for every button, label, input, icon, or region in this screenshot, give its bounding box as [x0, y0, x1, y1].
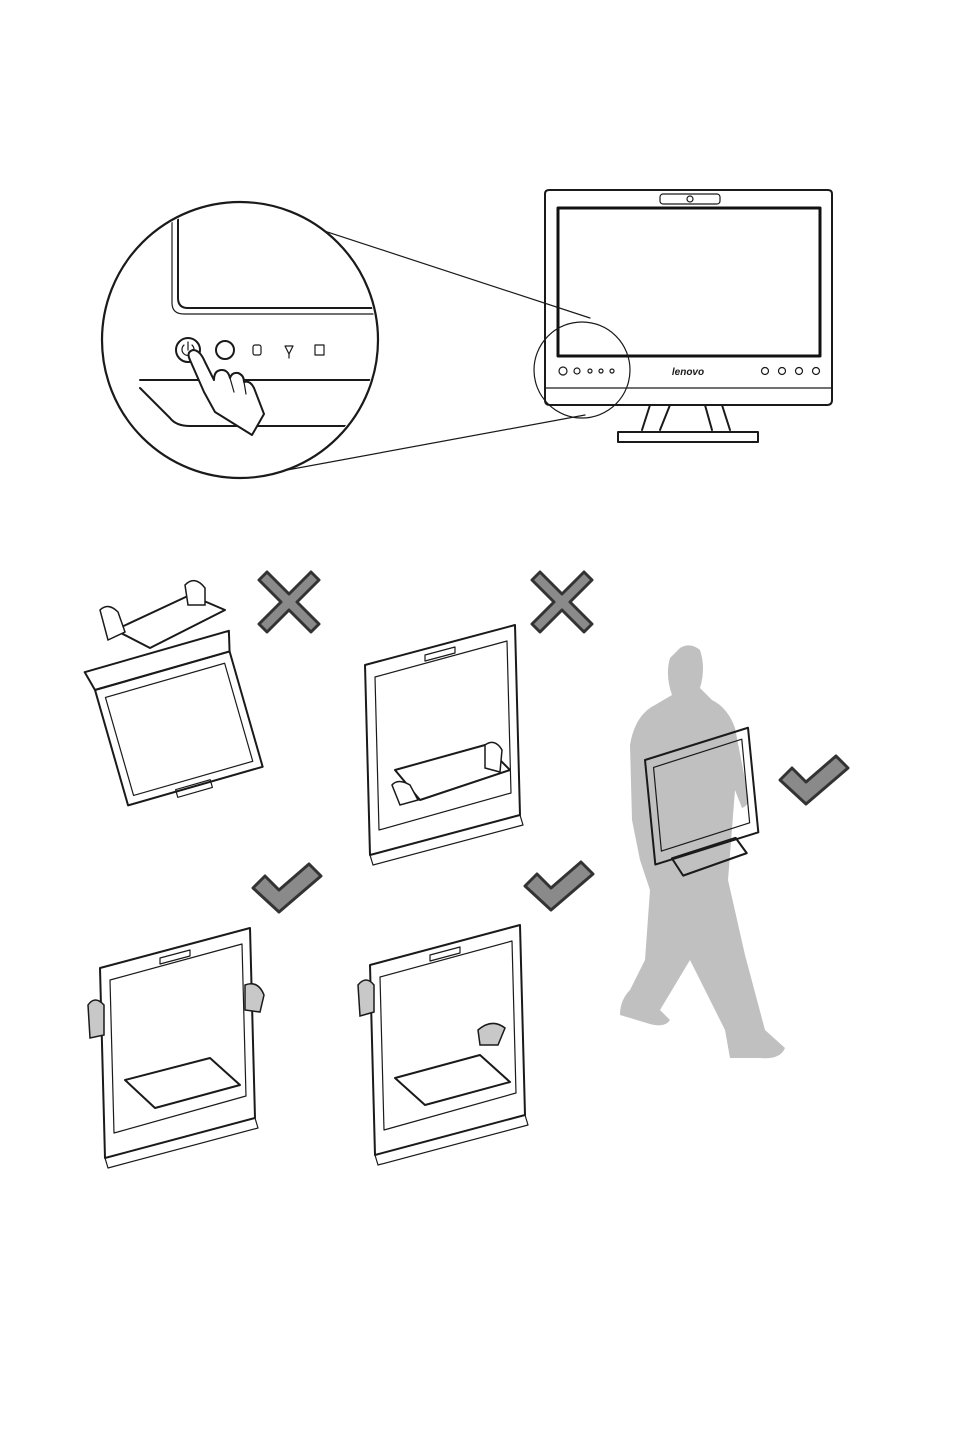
- webcam-icon: [687, 196, 693, 202]
- person-silhouette: [620, 645, 785, 1058]
- hand-icon: [185, 581, 205, 605]
- panel-hold-side-and-bottom: [358, 862, 593, 1165]
- power-button-diagram: lenovo: [102, 190, 832, 478]
- hand-icon: [358, 980, 374, 1016]
- hand-icon: [245, 984, 264, 1012]
- power-icon: [559, 367, 567, 375]
- hand-icon: [485, 742, 502, 772]
- brand-logo: lenovo: [672, 367, 704, 378]
- stand-base: [395, 1055, 510, 1105]
- stand-base: [125, 1058, 240, 1108]
- check-mark-icon: [253, 864, 321, 912]
- cross-mark-icon: [532, 572, 592, 632]
- panel-lift-by-stand-top: [85, 572, 319, 812]
- monitor-front-view: lenovo: [534, 190, 832, 442]
- cross-mark-icon: [259, 572, 319, 632]
- check-mark-icon: [780, 756, 848, 804]
- monitor-screen: [558, 208, 820, 356]
- zoom-target-circle: [534, 322, 630, 418]
- hand-icon: [100, 606, 125, 640]
- stand: [115, 595, 225, 648]
- check-mark-icon: [525, 862, 593, 910]
- monitor-stand-base: [618, 432, 758, 442]
- hand-icon: [88, 1000, 104, 1038]
- panel-hold-both-sides: [88, 864, 321, 1168]
- hand-icon: [392, 782, 418, 806]
- panel-lift-by-stand-base: [365, 572, 592, 865]
- zoom-lens: [102, 202, 400, 478]
- hand-icon: [478, 1023, 505, 1045]
- panel-carry-walking: [620, 645, 848, 1058]
